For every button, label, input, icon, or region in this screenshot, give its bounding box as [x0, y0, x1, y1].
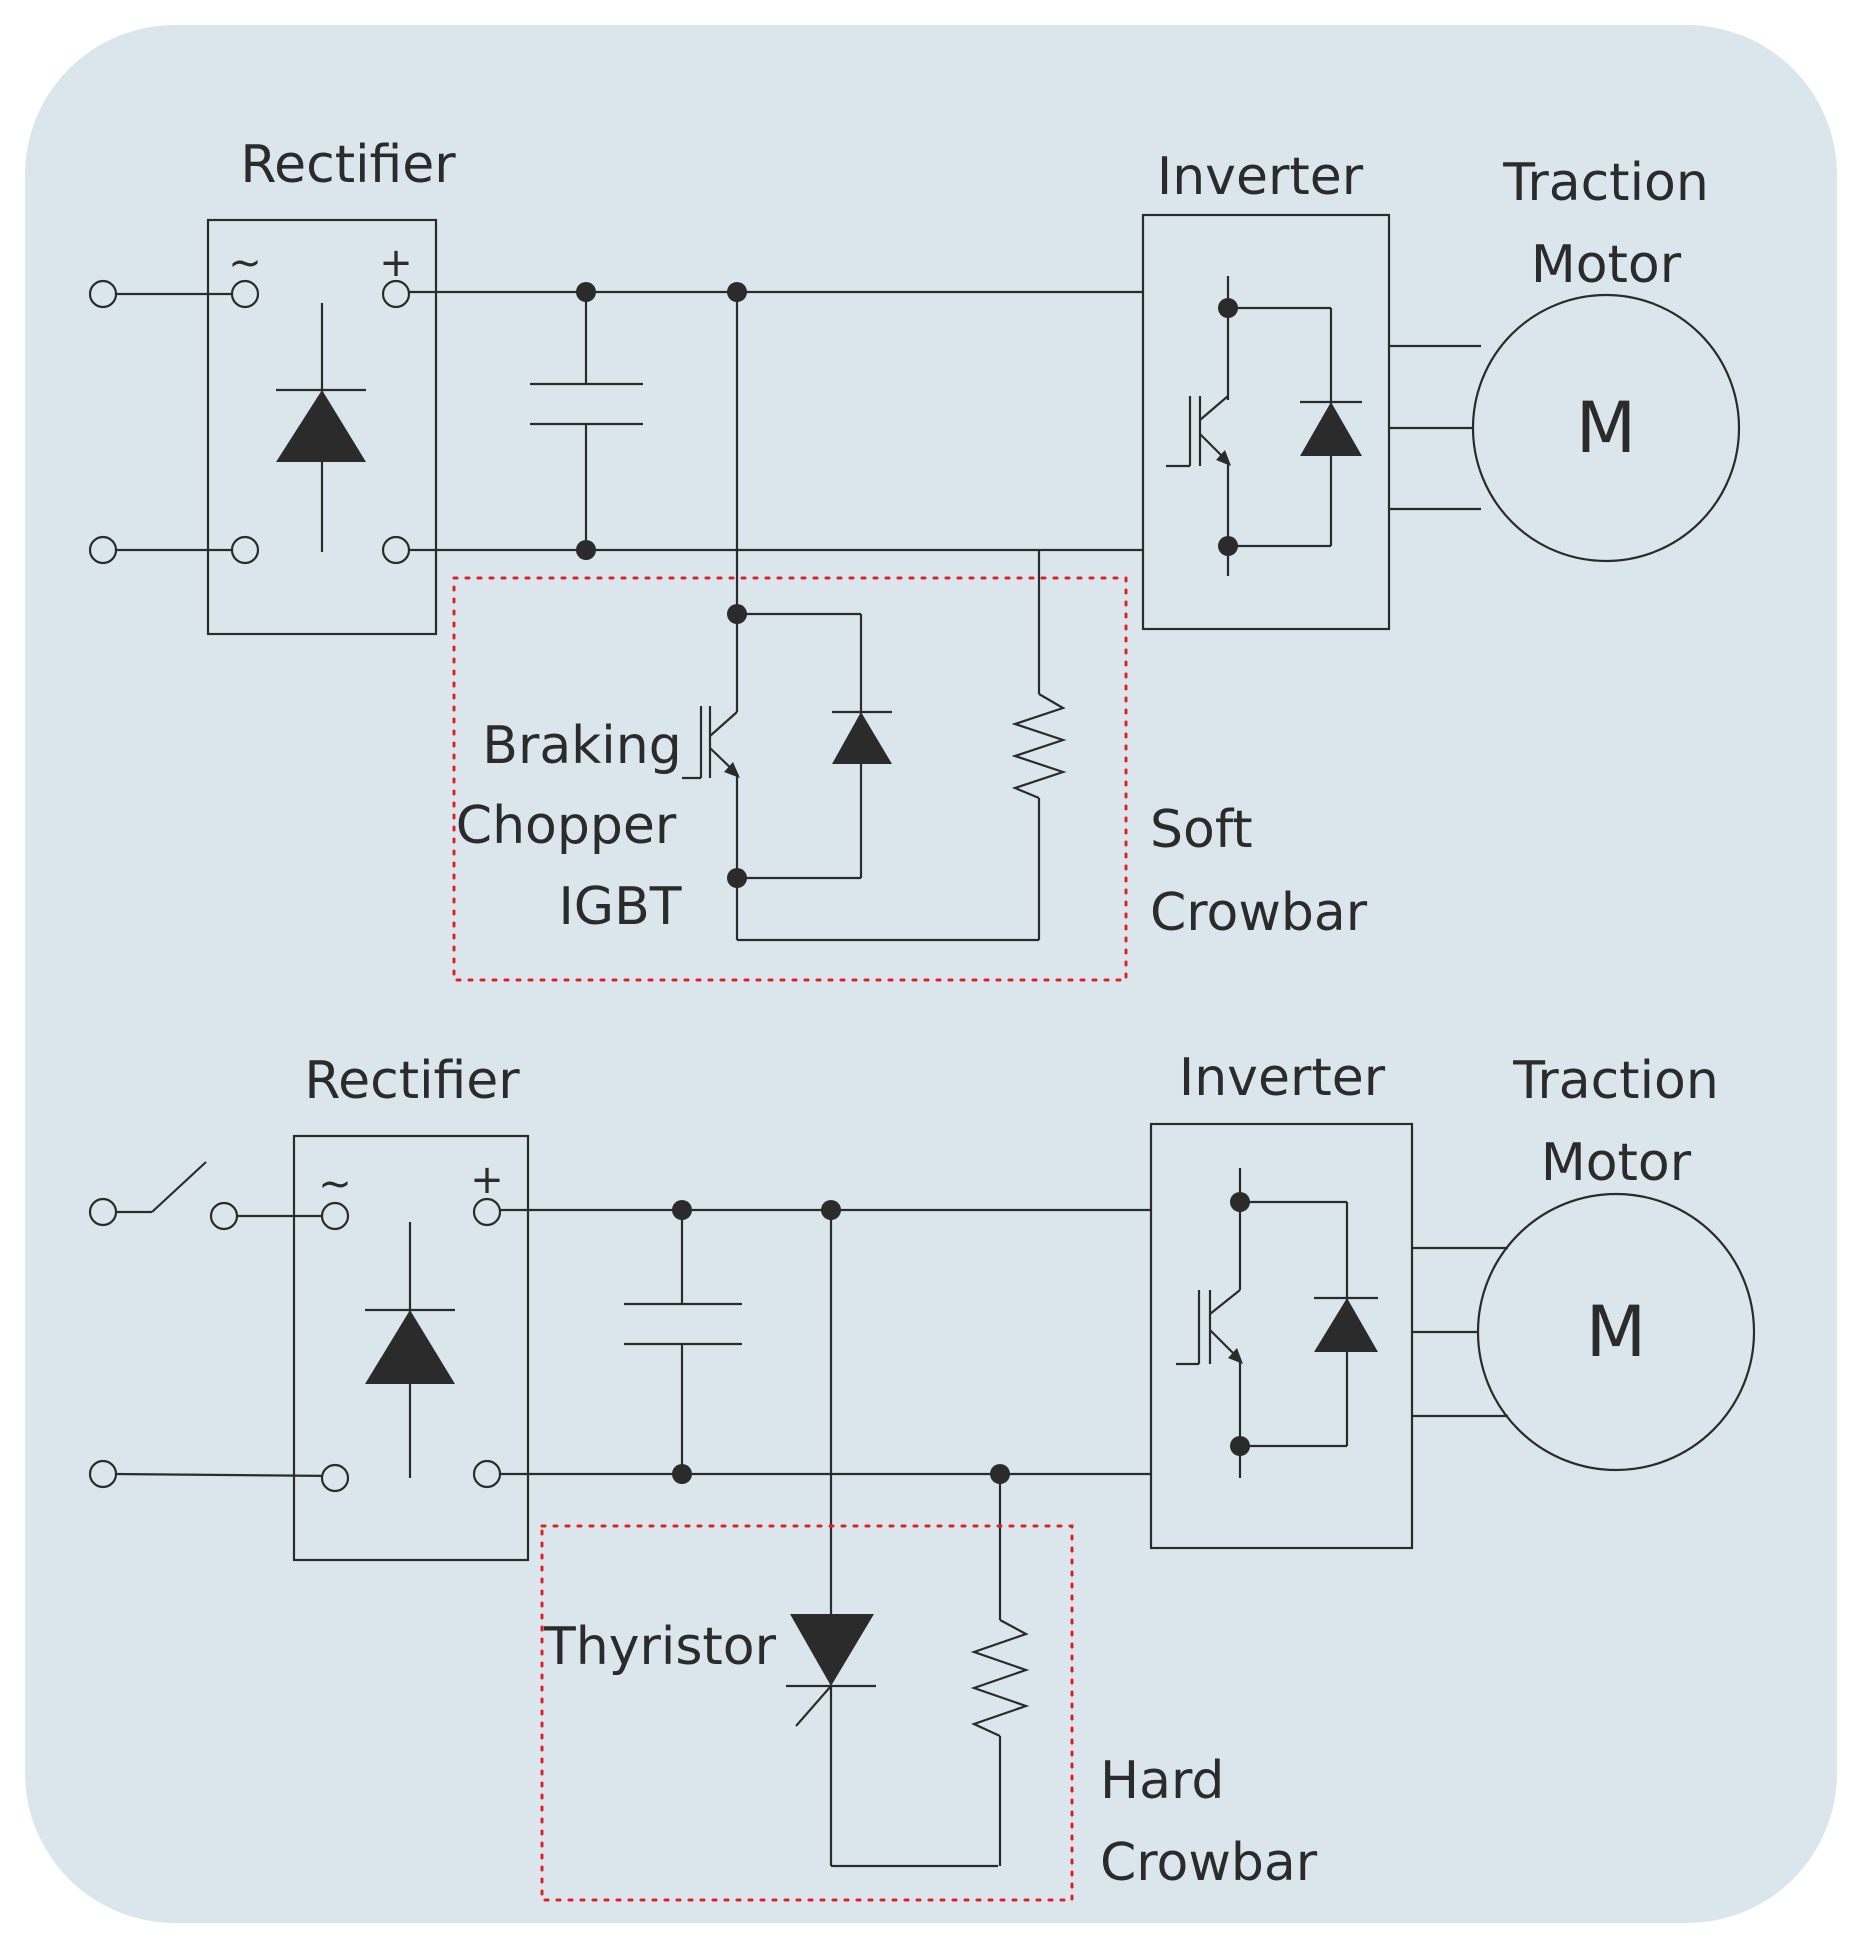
top-freewheel-diode-icon — [832, 712, 892, 764]
bottom-rectifier-box — [292, 1134, 530, 1562]
bottom-crowbar-label-line2: Crowbar — [1100, 1833, 1318, 1893]
top-crowbar-label-line1: Soft — [1150, 800, 1253, 860]
bottom-thyristor-label: Thyristor — [543, 1617, 777, 1677]
bottom-circuit: ~ + Rectifier — [88, 1048, 1756, 1902]
bottom-rectifier-label: Rectifier — [304, 1051, 520, 1111]
top-inverter-box — [1141, 213, 1391, 631]
bottom-motor-circle-icon — [1476, 1192, 1756, 1472]
bottom-motor-label-line2: Motor — [1541, 1133, 1692, 1193]
top-rectifier-dc-terminal-positive — [381, 279, 411, 309]
bottom-hard-crowbar — [786, 1200, 1030, 1868]
top-igbt-label-line1: Braking — [482, 716, 681, 776]
bottom-inverter-diode-icon — [1314, 1298, 1378, 1352]
bottom-input-terminal-upper — [88, 1197, 118, 1227]
top-motor-label-line1: Traction — [1502, 153, 1709, 213]
bottom-dc-link-capacitor — [624, 1200, 742, 1484]
bottom-inverter — [1149, 1122, 1414, 1550]
diagram-panel — [25, 25, 1837, 1923]
bottom-rectifier-ac-symbol: ~ — [318, 1161, 352, 1207]
bottom-rectifier: ~ + — [292, 1134, 530, 1562]
bottom-thyristor-icon — [790, 1614, 874, 1686]
top-rectifier-plus-symbol: + — [379, 240, 413, 286]
top-rectifier-dc-terminal-negative — [381, 535, 411, 565]
bottom-input-switch-icon — [151, 1161, 207, 1213]
top-dc-link-capacitor — [530, 282, 643, 560]
top-circuit: ~ + Rectifier — [88, 135, 1741, 982]
bottom-crowbar-resistor-icon — [970, 1619, 1030, 1737]
top-rectifier-diode-icon — [276, 390, 366, 462]
top-rectifier: ~ + — [206, 218, 438, 636]
top-braking-resistor-icon — [1011, 693, 1067, 800]
top-igbt-label-line2: Chopper — [456, 796, 677, 856]
bottom-thyristor-gate — [795, 1685, 832, 1727]
bottom-rectifier-plus-symbol: + — [470, 1157, 504, 1203]
top-input-terminal-upper — [88, 279, 118, 309]
bottom-hard-crowbar-outline — [540, 1524, 1074, 1902]
top-input-terminal-lower — [88, 535, 118, 565]
top-rectifier-box — [206, 218, 438, 636]
bottom-motor-label-line1: Traction — [1512, 1051, 1719, 1111]
bottom-inverter-label: Inverter — [1179, 1048, 1386, 1108]
top-inverter — [1141, 213, 1391, 631]
top-capacitor-junction-lower — [576, 540, 596, 560]
bottom-input-terminal-lower — [88, 1459, 118, 1489]
top-inverter-label: Inverter — [1157, 147, 1364, 207]
top-soft-crowbar-outline — [452, 576, 1128, 982]
top-inverter-diode-icon — [1300, 402, 1362, 456]
top-rectifier-ac-terminal-upper — [230, 279, 260, 309]
top-motor-label-line2: Motor — [1531, 235, 1682, 295]
bottom-rectifier-diode-icon — [365, 1310, 455, 1384]
bottom-inverter-box — [1149, 1122, 1414, 1550]
bottom-crowbar-label-line1: Hard — [1100, 1751, 1224, 1811]
top-igbt-label-line3: IGBT — [558, 877, 681, 937]
bottom-traction-motor: M — [1412, 1192, 1756, 1472]
top-motor-symbol: M — [1576, 387, 1636, 469]
top-crowbar-label-line2: Crowbar — [1150, 883, 1368, 943]
top-capacitor-junction-upper — [576, 282, 596, 302]
top-rectifier-ac-terminal-lower — [230, 535, 260, 565]
top-motor-circle-icon — [1471, 293, 1741, 563]
top-traction-motor: M — [1389, 293, 1741, 563]
top-rectifier-ac-symbol: ~ — [228, 240, 262, 286]
top-rectifier-label: Rectifier — [240, 135, 456, 195]
bottom-motor-symbol: M — [1586, 1291, 1646, 1373]
top-braking-chopper — [682, 282, 1067, 942]
